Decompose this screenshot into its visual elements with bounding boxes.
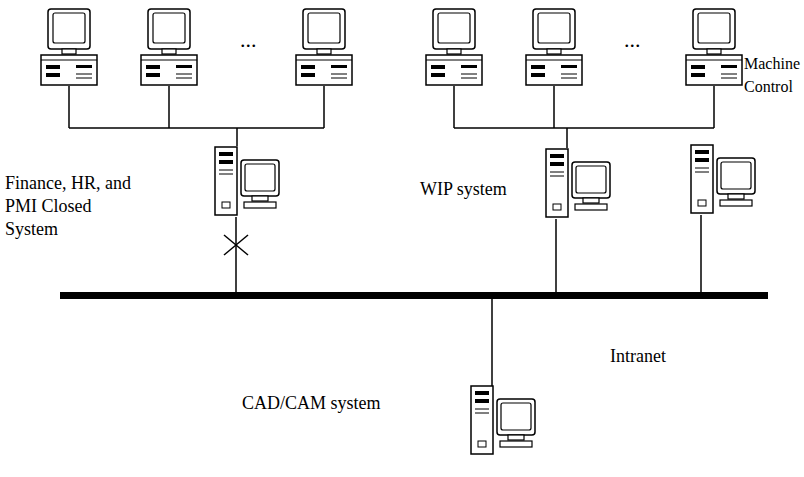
system-label: Finance, HR, and PMI Closed System xyxy=(5,172,135,241)
group-label: Machine Control xyxy=(744,52,802,98)
ellipsis: ... xyxy=(240,28,257,51)
ellipsis: ... xyxy=(624,28,641,51)
system-label: WIP system xyxy=(420,178,507,201)
system-label: CAD/CAM system xyxy=(242,392,381,415)
network-label: Intranet xyxy=(610,345,666,368)
